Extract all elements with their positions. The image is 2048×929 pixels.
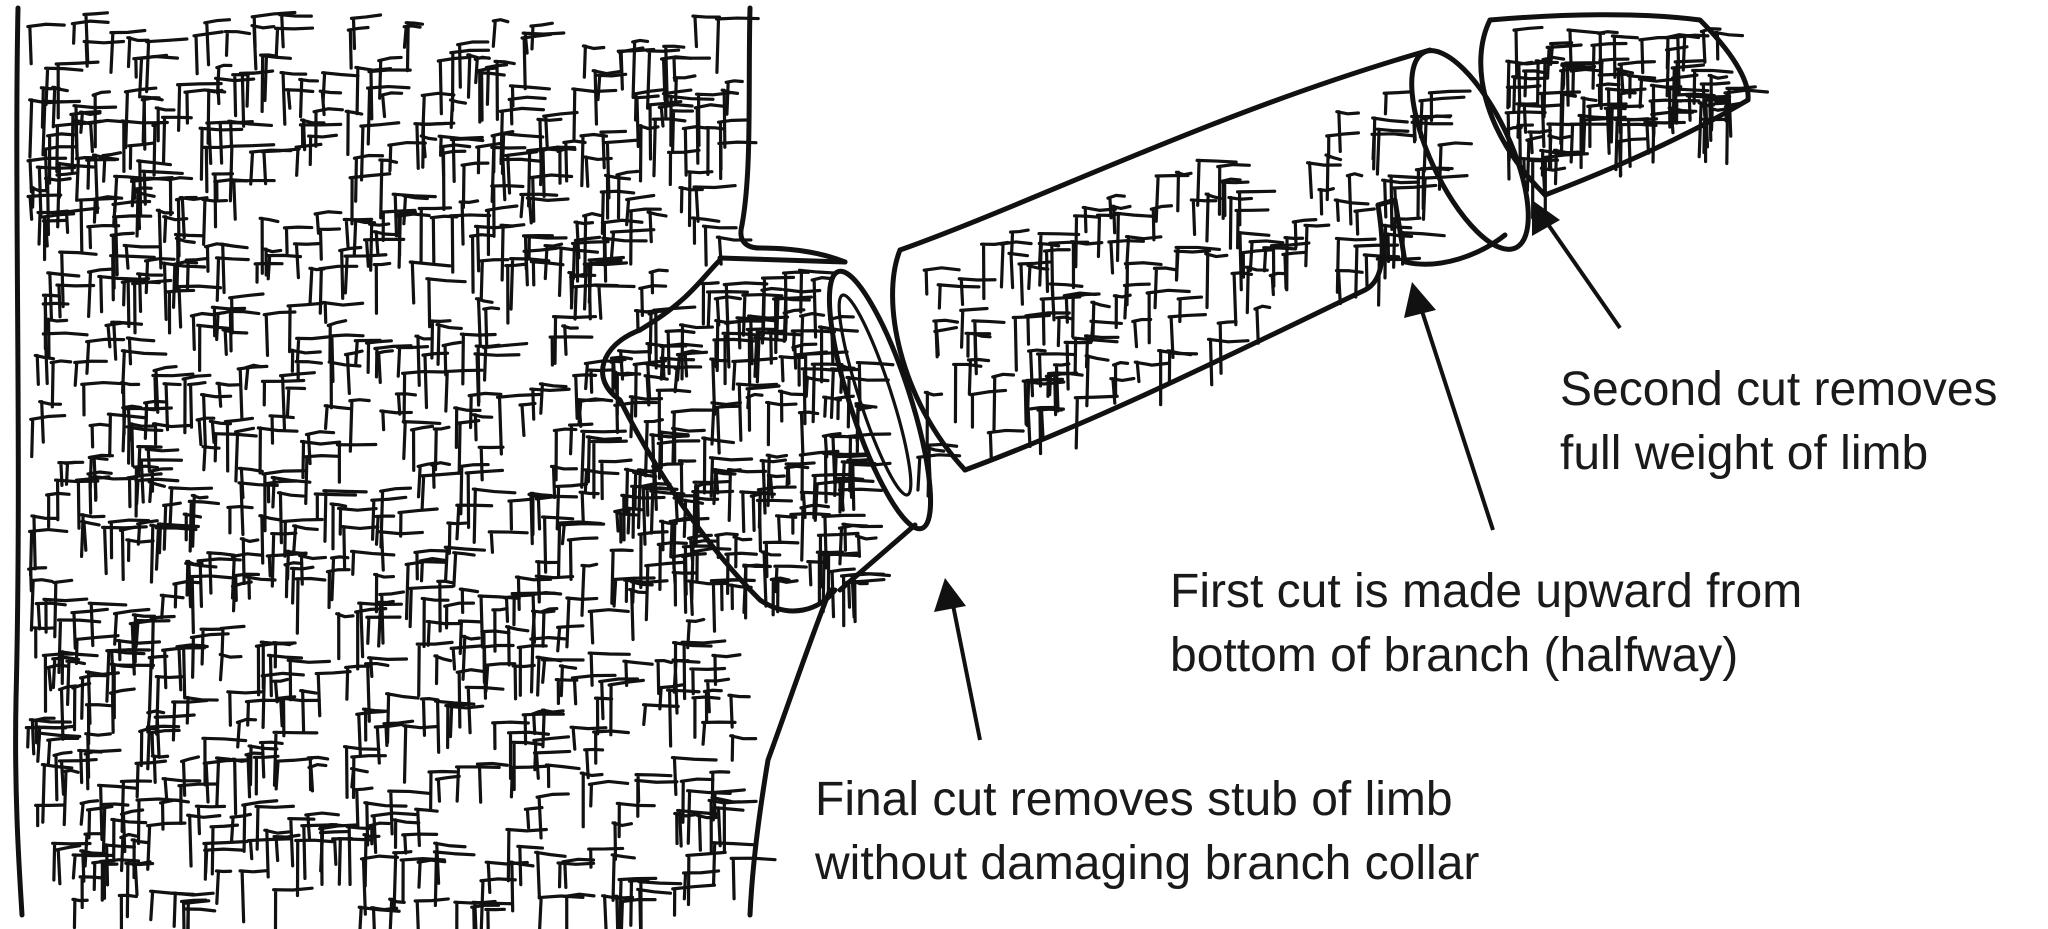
arrow-second-cut [1532,200,1622,330]
limb-end [1478,12,1770,220]
arrow-first-cut [1404,282,1495,531]
tree-trunk [13,5,833,929]
branch-stub [600,245,934,642]
first-cut-line2: bottom of branch (halfway) [1170,629,1739,682]
final-cut-line2: without damaging branch collar [815,837,1480,890]
second-cut-line1: Second cut removes [1560,363,1998,416]
second-cut-label: Second cut removes full weight of limb [1560,358,1998,486]
first-cut-label: First cut is made upward from bottom of … [1170,560,1802,688]
final-cut-line1: Final cut removes stub of limb [815,773,1453,826]
final-cut-label: Final cut removes stub of limb without d… [815,768,1479,896]
second-cut-line2: full weight of limb [1560,427,1929,480]
first-cut-line1: First cut is made upward from [1170,565,1803,618]
arrow-final-cut [934,578,982,741]
limb-section [890,47,1531,498]
